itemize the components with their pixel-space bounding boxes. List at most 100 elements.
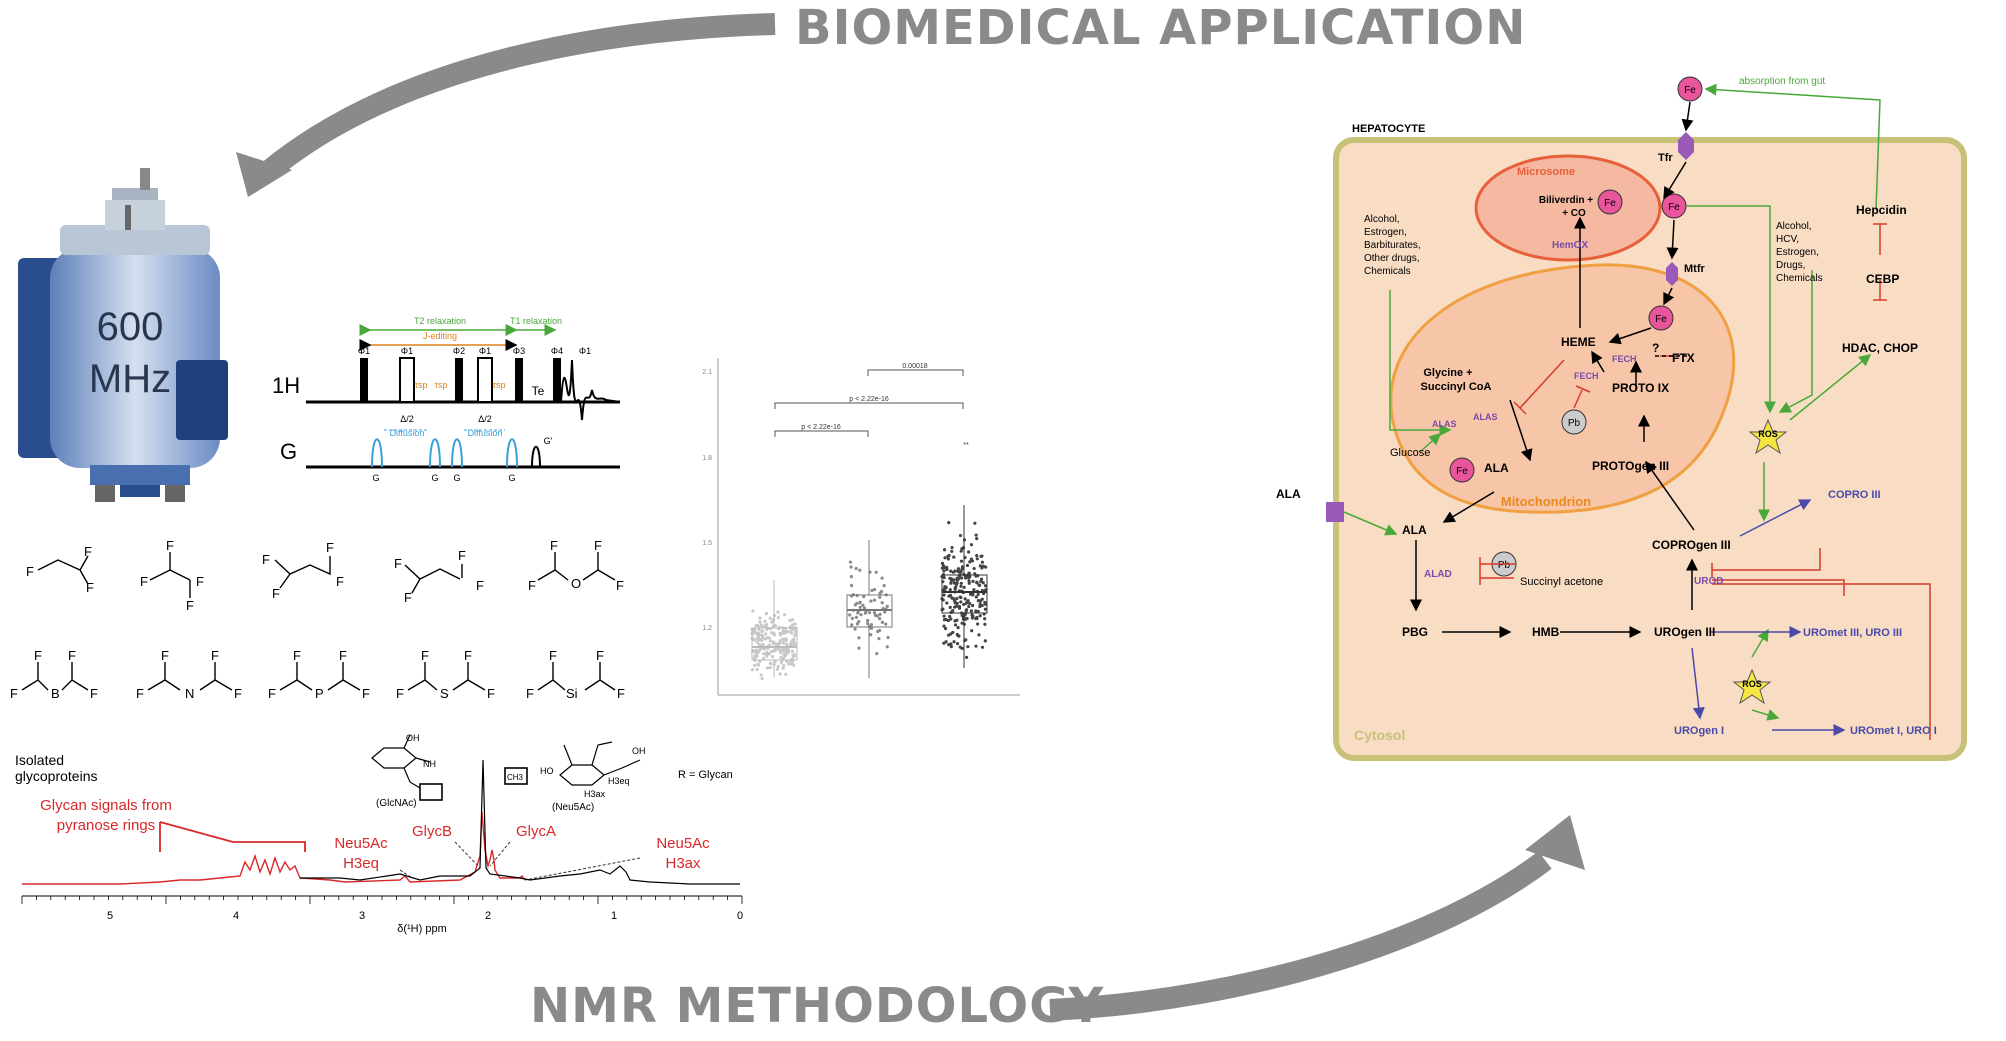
spectrum-xtick: 0 — [737, 910, 743, 922]
boxplot-point — [942, 624, 946, 628]
pb-node — [1561, 409, 1587, 435]
molecule-f: F — [166, 538, 174, 553]
boxplot-point — [880, 620, 884, 624]
boxplot-point — [975, 615, 979, 620]
boxplot-point — [855, 601, 859, 605]
spectrum-oh: OH — [632, 746, 646, 756]
molecule-f: F — [10, 686, 18, 701]
boxplot-point — [848, 613, 852, 617]
boxplot-point — [789, 662, 793, 666]
boxplot-point — [955, 578, 959, 582]
boxplot-point — [755, 631, 759, 636]
boxplot-point — [782, 663, 786, 668]
succinyl-acetone-label: Succinyl acetone — [1520, 576, 1603, 588]
boxplot-point — [948, 588, 952, 592]
protogen-label: PROTOgen III — [1592, 459, 1669, 473]
drug-left: Chemicals — [1364, 266, 1411, 277]
boxplot-point — [770, 620, 774, 624]
molecule-f: F — [196, 574, 204, 589]
boxplot-point — [971, 614, 975, 618]
boxplot-point — [757, 638, 762, 642]
molecule-f: F — [211, 648, 219, 663]
boxplot-point — [786, 630, 790, 634]
boxplot-point — [959, 559, 964, 563]
boxplot-point — [761, 656, 766, 660]
molecule-center-atom: N — [185, 686, 194, 701]
pulse-t2-label: T2 relaxation — [414, 316, 466, 326]
boxplot-point — [953, 599, 957, 603]
boxplot-point — [752, 663, 757, 667]
drug-right: Alcohol, — [1776, 221, 1812, 232]
boxplot-point — [981, 581, 985, 585]
boxplot-point — [854, 566, 858, 571]
molecule-f: F — [90, 686, 98, 701]
boxplot-point — [959, 569, 963, 573]
boxplot-point — [788, 625, 793, 629]
boxplot-point — [771, 617, 776, 622]
spectrum-xtick: 5 — [107, 910, 113, 922]
red-inhibitions — [1479, 223, 1931, 740]
boxplot-point — [784, 672, 788, 676]
boxplot-point — [862, 606, 867, 610]
boxplot-point — [979, 577, 984, 581]
pulse-phase: Φ1 — [579, 346, 591, 356]
boxplot-point — [983, 639, 987, 643]
molecule-center-atom: B — [51, 686, 60, 701]
boxplot-point — [758, 616, 762, 620]
drug-left: Barbiturates, — [1364, 240, 1421, 251]
spectrum-oh: OH — [406, 733, 420, 743]
boxplot-point — [953, 623, 958, 627]
boxplot-point — [958, 533, 963, 538]
molecule-f: F — [272, 586, 280, 601]
boxplot-point — [790, 649, 795, 654]
boxplot-point — [755, 667, 759, 672]
spectrum-xtick: 2 — [485, 910, 491, 922]
boxplot-point — [959, 600, 963, 604]
boxplot-point — [952, 581, 957, 585]
boxplot-point — [765, 666, 769, 670]
boxplot-point — [885, 645, 889, 649]
hdac-label: HDAC, CHOP — [1842, 341, 1918, 355]
boxplot-point — [778, 632, 782, 636]
boxplot-point — [855, 593, 859, 598]
molecule-center-atom: Si — [566, 686, 578, 701]
boxplot-point — [976, 609, 980, 613]
spectrum-xlabel: δ(¹H) ppm — [397, 923, 447, 935]
pulse-diffusion: Diffusion — [390, 428, 425, 438]
molecule — [537, 552, 616, 581]
pulse-phase: Φ1 — [479, 346, 491, 356]
boxplot-point — [975, 537, 979, 541]
boxplot-point — [960, 565, 965, 569]
nmr-spectrum: Isolated glycoproteins Glycan signals fr… — [15, 733, 743, 935]
boxplot-point — [858, 568, 862, 572]
boxplot-point — [965, 616, 969, 621]
pulse-g: G — [508, 473, 515, 483]
boxplot-point — [956, 569, 960, 573]
boxplot-point — [978, 564, 982, 568]
boxplot-point — [962, 585, 966, 589]
molecule-f: F — [293, 648, 301, 663]
molecule-f: F — [84, 544, 92, 559]
spectrum-h3eq-label: H3eq — [608, 776, 630, 786]
boxplot-ytick: 1.8 — [702, 455, 712, 462]
molecule-center-atom: S — [440, 686, 449, 701]
boxplot-point — [941, 564, 945, 568]
boxplot-point — [942, 593, 946, 597]
boxplot-point — [942, 569, 946, 573]
title-nmr-methodology: NMR METHODOLOGY — [530, 978, 1105, 1034]
pulse-phase: Φ1 — [358, 346, 370, 356]
ala-cytosol-label: ALA — [1402, 523, 1427, 537]
boxplot-point — [761, 643, 765, 647]
boxplot-point — [981, 564, 985, 568]
spectrum-neu5ac: (Neu5Ac) — [552, 802, 594, 813]
boxplot-point — [859, 613, 863, 617]
boxplot-point — [768, 639, 772, 643]
boxplot-point — [754, 648, 758, 652]
boxplot-point — [777, 642, 781, 646]
boxplot-point — [750, 668, 754, 672]
spectrum-pyranose: pyranose rings — [57, 817, 155, 834]
fe-label: Fe — [1668, 202, 1680, 213]
pulse-row-g: G — [280, 439, 297, 464]
molecule-f: F — [262, 552, 270, 567]
boxplot-point — [760, 629, 765, 633]
